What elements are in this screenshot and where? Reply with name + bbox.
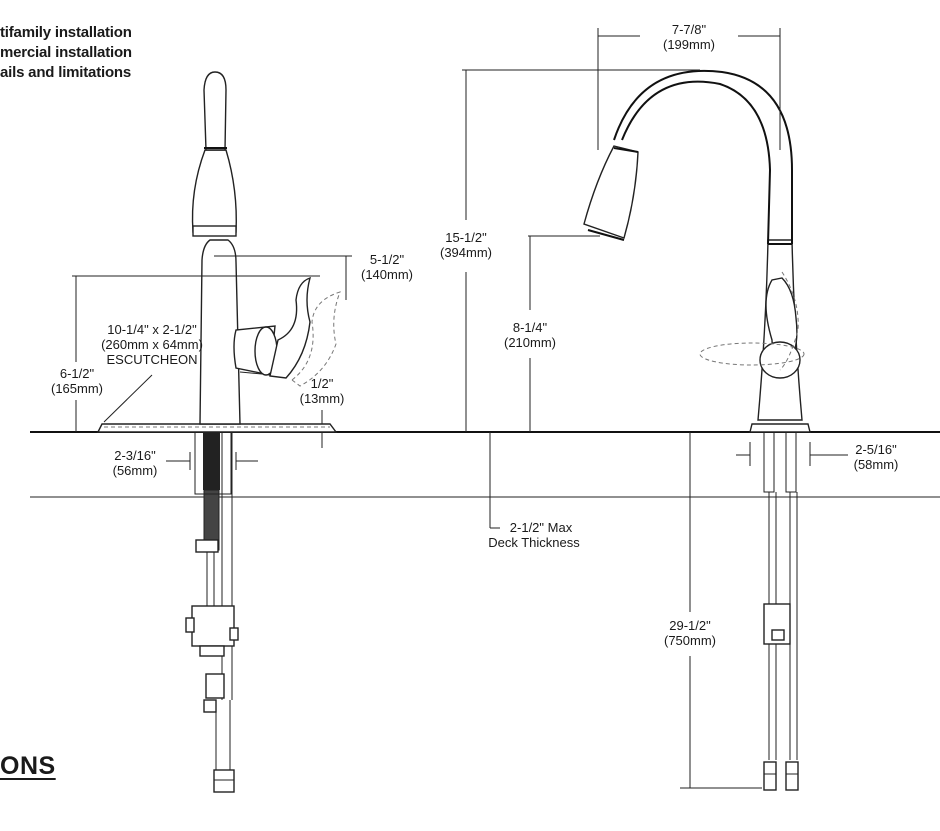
note-line-3: ails and limitations — [0, 64, 132, 81]
dim-base-width-in: 2-5/16" — [855, 442, 897, 457]
front-view-faucet — [583, 69, 811, 791]
dim-base-width: 2-5/16" (58mm) — [848, 442, 904, 472]
dim-supply-length-mm: (750mm) — [663, 633, 716, 648]
dim-side-height: 6-1/2" (165mm) — [42, 366, 112, 396]
dim-spout-reach: 7-7/8" (199mm) — [640, 22, 738, 52]
note-line-1: tifamily installation — [0, 24, 132, 41]
dim-spout-reach-mm: (199mm) — [662, 37, 715, 52]
dim-deck-max: 2-1/2" Max — [509, 520, 573, 535]
dimension-lines — [72, 28, 848, 789]
dim-deck-thickness: 2-1/2" Max Deck Thickness — [486, 520, 582, 550]
dim-supply-length: 29-1/2" (750mm) — [656, 618, 724, 648]
dim-spout-reach-in: 7-7/8" — [671, 22, 707, 37]
dim-shank-width-mm: (56mm) — [112, 463, 158, 478]
dim-handle-clearance-mm: (140mm) — [360, 267, 413, 282]
dim-side-height-mm: (165mm) — [50, 381, 103, 396]
dim-handle-clearance-in: 5-1/2" — [369, 252, 405, 267]
dim-spout-height-in: 8-1/4" — [512, 320, 548, 335]
dim-escutcheon-thickness-in: 1/2" — [310, 376, 334, 391]
dim-spout-height: 8-1/4" (210mm) — [494, 320, 566, 350]
dim-side-height-in: 6-1/2" — [59, 366, 95, 381]
note-line-2: mercial installation — [0, 44, 132, 61]
dim-escutcheon-thickness-mm: (13mm) — [299, 391, 345, 406]
dim-handle-clearance: 5-1/2" (140mm) — [352, 252, 422, 282]
dim-escutcheon-thickness: 1/2" (13mm) — [292, 376, 352, 406]
dim-deck-label: Deck Thickness — [488, 535, 580, 550]
dim-escutcheon: 10-1/4" x 2-1/2" (260mm x 64mm) ESCUTCHE… — [94, 322, 210, 367]
dim-shank-width-in: 2-3/16" — [114, 448, 156, 463]
section-heading: ONS — [0, 752, 56, 780]
dim-overall-height-mm: (394mm) — [439, 245, 492, 260]
dim-escutcheon-label: ESCUTCHEON — [106, 352, 198, 367]
dim-base-width-mm: (58mm) — [853, 457, 899, 472]
dim-escutcheon-size: 10-1/4" x 2-1/2" — [107, 322, 197, 337]
dim-overall-height: 15-1/2" (394mm) — [430, 230, 502, 260]
dim-shank-width: 2-3/16" (56mm) — [104, 448, 166, 478]
dim-supply-length-in: 29-1/2" — [669, 618, 711, 633]
dim-spout-height-mm: (210mm) — [503, 335, 556, 350]
dim-escutcheon-mm: (260mm x 64mm) — [101, 337, 203, 352]
side-view-faucet — [96, 71, 341, 793]
dim-overall-height-in: 15-1/2" — [445, 230, 487, 245]
